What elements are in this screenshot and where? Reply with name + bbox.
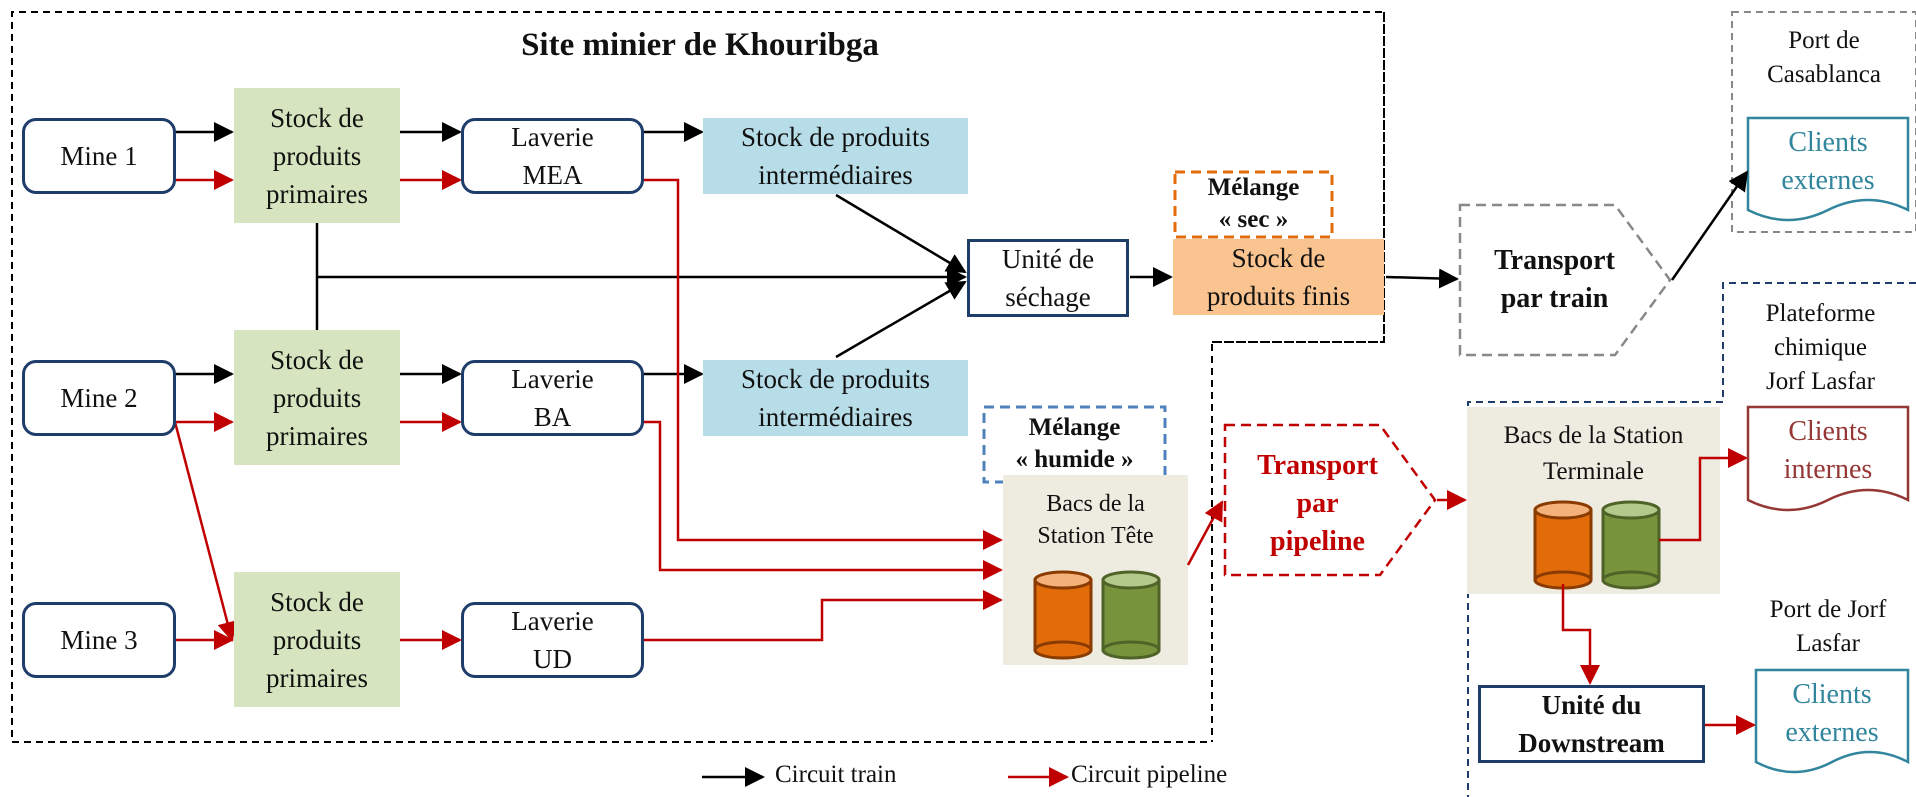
mine-1: Mine 1 — [22, 118, 176, 194]
plateforme-label: Plateforme chimique Jorf Lasfar — [1765, 300, 1876, 395]
laverie-ud: Laverie UD — [461, 602, 644, 678]
tank-green-tete — [1101, 570, 1161, 660]
clients-externes-casablanca: Clients externes — [1781, 127, 1875, 196]
tank-orange-terminale — [1533, 500, 1593, 590]
legend-pipeline-label: Circuit pipeline — [1071, 761, 1228, 788]
melange-sec-label: Mélange « sec » — [1207, 174, 1300, 233]
laverie-ba: Laverie BA — [461, 360, 644, 436]
clients-externes-casablanca-shape — [1746, 116, 1910, 222]
bacs-station-terminale-bg — [1467, 407, 1720, 594]
unite-sechage: Unité de séchage — [967, 239, 1129, 317]
stock-primaire-1: Stock de produits primaires — [234, 88, 400, 223]
stock-intermediaire-1: Stock de produits intermédiaires — [703, 118, 968, 194]
port-casablanca-boundary — [1731, 11, 1916, 233]
clients-internes: Clients internes — [1783, 416, 1873, 485]
site-boundary-right — [1211, 12, 1385, 742]
clients-externes-jorf-shape — [1754, 668, 1910, 774]
site-title: Site minier de Khouribga — [521, 27, 879, 63]
mine-3: Mine 3 — [22, 602, 176, 678]
site-boundary — [11, 11, 1385, 743]
laverie-mea: Laverie MEA — [461, 118, 644, 194]
stock-produits-finis: Stock de produits finis — [1173, 239, 1384, 315]
stock-primaire-3: Stock de produits primaires — [234, 572, 400, 707]
stock-primaire-2: Stock de produits primaires — [234, 330, 400, 465]
clients-internes-shape — [1746, 405, 1910, 512]
transport-pipeline-label: Transport par pipeline — [1257, 450, 1378, 557]
stock-intermediaire-2: Stock de produits intermédiaires — [703, 360, 968, 436]
unite-downstream: Unité du Downstream — [1478, 685, 1705, 763]
clients-externes-jorf: Clients externes — [1785, 679, 1879, 748]
melange-humide-label: Mélange « humide » — [1015, 414, 1134, 473]
transport-train-label: Transport par train — [1494, 245, 1615, 314]
transport-train-shape — [1458, 203, 1672, 357]
port-jorf-label: Port de Jorf Lasfar — [1769, 596, 1887, 657]
pipeline-arrows — [173, 170, 1756, 787]
port-casablanca-label: Port de Casablanca — [1767, 27, 1881, 88]
bacs-station-tete-label: Bacs de la Station Tête — [1037, 491, 1154, 549]
tank-green-terminale — [1601, 500, 1661, 590]
tank-orange-tete — [1033, 570, 1093, 660]
legend-train-label: Circuit train — [775, 761, 897, 788]
transport-pipeline-shape — [1223, 423, 1437, 577]
bacs-station-terminale-label: Bacs de la Station Terminale — [1503, 422, 1684, 485]
mine-2: Mine 2 — [22, 360, 176, 436]
train-arrows — [175, 122, 1749, 787]
